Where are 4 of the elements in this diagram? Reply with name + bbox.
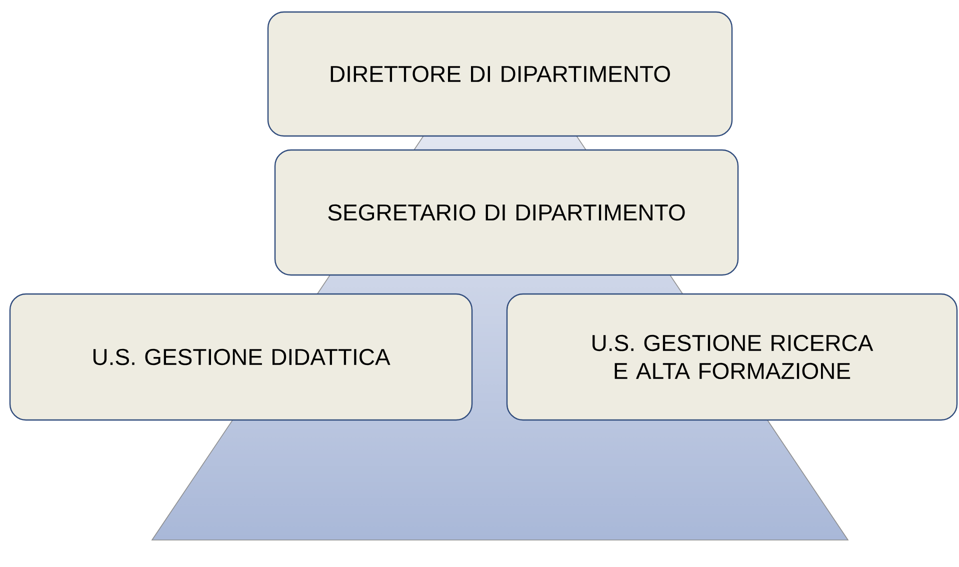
org-box: DIRETTORE DI DIPARTIMENTO <box>267 11 733 137</box>
org-box: SEGRETARIO DI DIPARTIMENTO <box>274 149 739 276</box>
org-box: U.S. GESTIONE RICERCA E ALTA FORMAZIONE <box>506 293 958 421</box>
org-box: U.S. GESTIONE DIDATTICA <box>9 293 473 421</box>
